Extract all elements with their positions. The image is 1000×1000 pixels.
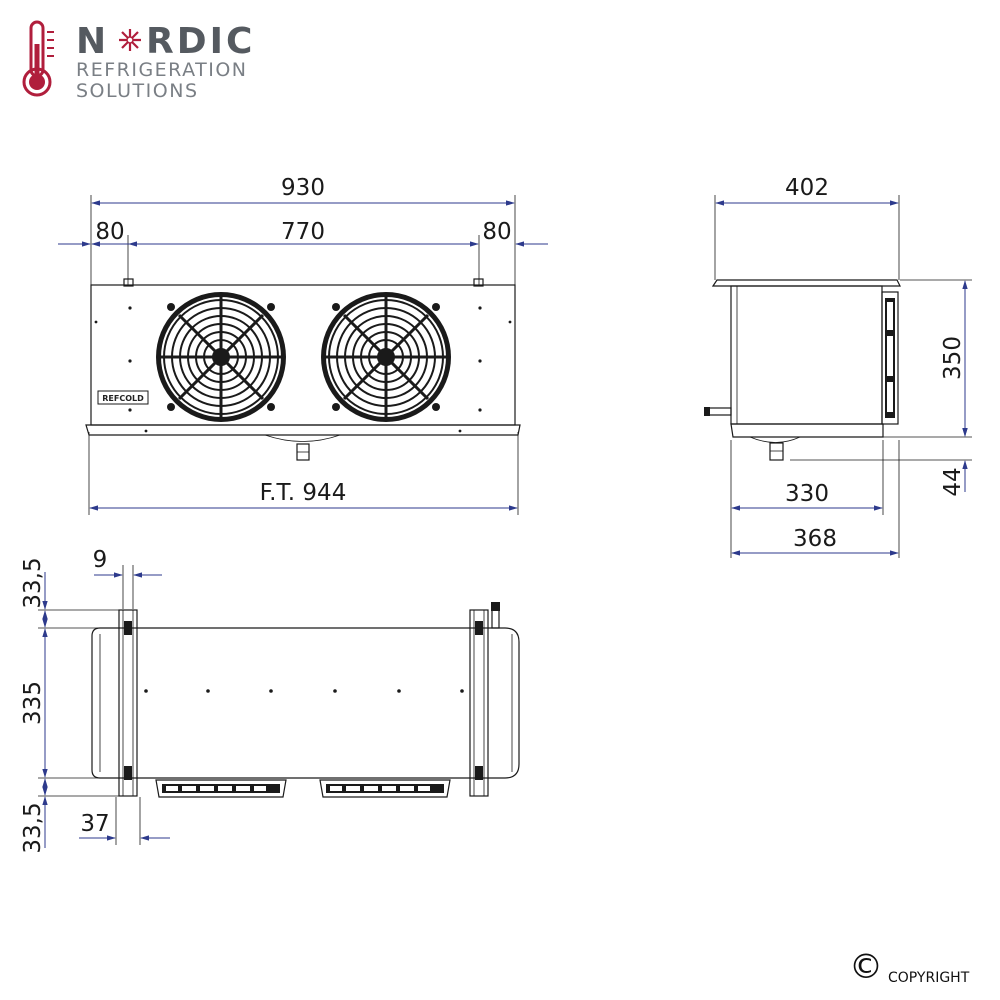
top-plate [711,279,901,287]
dim-edge-right: 80 [482,219,511,245]
bracket-rail-left [118,609,138,797]
dim-overall-width: 930 [281,175,325,201]
logo-line-refrigeration: REFRIGERATION [76,59,248,81]
dim-bottom-offset: 33,5 [20,802,46,853]
side-drip-tray [730,423,884,438]
dim-bracket-width: 9 [93,547,108,573]
top-pipe-stub [491,602,500,629]
fan-right [321,292,451,422]
company-logo: N RDIC REFRIGERATION SOLUTIONS [22,20,255,102]
logo-word-rdic: RDIC [146,21,255,62]
screw-dots [94,306,512,433]
thermometer-icon [22,20,54,97]
dim-body-depth-top: 335 [20,681,46,725]
dim-bracket-offset: 37 [80,811,109,837]
drip-tray [85,424,521,436]
fan-guard-top-right [319,779,451,798]
side-casing [730,285,883,425]
fan-guard-top-left [155,779,287,798]
dim-height: 350 [940,336,966,380]
pipe-connection [704,407,732,416]
fan-guard-side [881,291,899,425]
bracket-right [473,278,484,287]
bracket-left [123,278,134,287]
dim-edge-left: 80 [95,219,124,245]
snowflake-icon [119,29,141,51]
bracket-rail-right [469,609,489,797]
fan-left [156,292,286,422]
top-view: 33,5 335 33,5 9 37 [20,547,520,854]
brand-plate-text: REFCOLD [102,394,144,403]
dim-overall-depth: 368 [793,526,837,552]
copyright-text: COPYRIGHT [888,970,970,986]
front-view: 930 80 770 80 F.T. 944 [58,175,548,515]
dim-body-depth: 330 [785,481,829,507]
dim-top-offset: 33,5 [20,557,46,608]
brand-plate: REFCOLD [97,390,149,405]
dim-total-with-tray: F.T. 944 [260,480,347,506]
side-drain-pipe [769,442,784,461]
logo-line-solutions: SOLUTIONS [76,80,199,102]
copyright-symbol: © [849,947,883,987]
unit-casing [90,284,516,426]
dim-center-span: 770 [281,219,325,245]
top-casing [91,627,520,779]
dim-drain-height: 44 [940,467,966,496]
top-screw-dots [144,689,464,693]
copyright-notice: © COPYRIGHT [849,947,970,987]
side-view: 402 350 44 [704,175,972,558]
dim-top-width: 402 [785,175,829,201]
logo-letter-n: N [76,21,109,62]
